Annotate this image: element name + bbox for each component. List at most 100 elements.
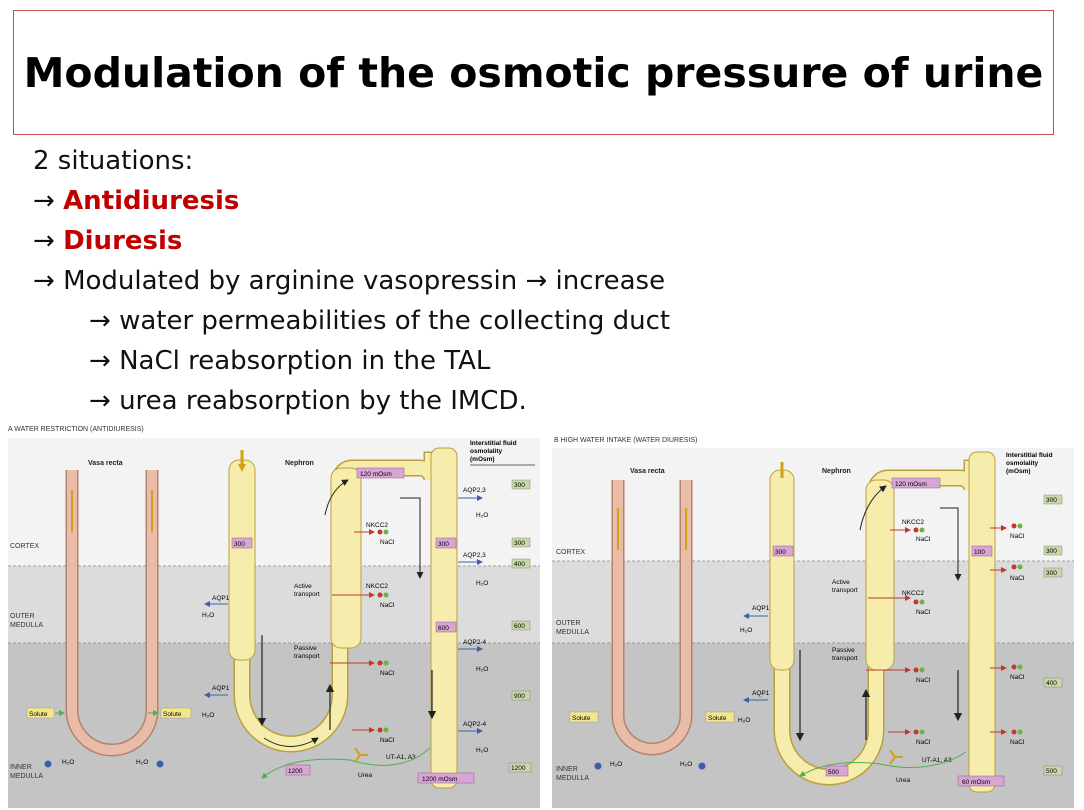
proximal-tubule (769, 469, 795, 671)
nephron-lumen (775, 461, 989, 790)
transporter-label: NKCC2 (366, 583, 388, 590)
transport-label: Passive (294, 645, 317, 652)
cl-ion-icon (383, 727, 389, 733)
h2o-label: H₂O (476, 747, 488, 754)
panel-a-label: A WATER RESTRICTION (ANTIDIURESIS) (8, 426, 144, 433)
panel-b-label: B HIGH WATER INTAKE (WATER DIURESIS) (554, 437, 697, 444)
outer-medulla-zone (8, 566, 540, 643)
transport-label: transport (832, 655, 858, 662)
outer-medulla-zone (552, 561, 1074, 643)
osm-value: 300 (514, 482, 525, 489)
osm-value: 300 (1046, 497, 1057, 504)
nacl-label: NaCl (916, 536, 931, 543)
aqp-label: AQP2-4 (463, 639, 487, 646)
bullet-diuresis: → Diuresis (33, 221, 670, 261)
transporter-label: NKCC2 (902, 519, 924, 526)
osm-box-value: 600 (438, 625, 449, 632)
water-molecule-icon (156, 760, 164, 768)
osm-value: 900 (514, 693, 525, 700)
h2o-label: H₂O (738, 717, 750, 724)
h2o-label: H₂O (740, 627, 752, 634)
na-ion-icon (913, 599, 919, 605)
subbullet-label: urea reabsorption by the IMCD. (119, 386, 527, 416)
tubule-top-value: 120 mOsm (360, 471, 392, 478)
transport-label: transport (294, 591, 320, 598)
zone-label: INNER (556, 766, 578, 773)
cl-ion-icon (383, 660, 389, 666)
zone-label: MEDULLA (10, 773, 43, 780)
urea-label: Urea (358, 772, 372, 779)
nacl-label: NaCl (916, 609, 931, 616)
nephron-label: Nephron (285, 460, 314, 467)
nacl-label: NaCl (1010, 674, 1025, 681)
h2o-label: H₂O (610, 761, 622, 768)
zone-label: CORTEX (556, 549, 585, 556)
solute-label: Solute (163, 711, 182, 718)
vasa-recta-lumen (67, 470, 157, 755)
cl-ion-icon (383, 529, 389, 535)
nacl-label: NaCl (1010, 739, 1025, 746)
subbullet-nacl: → NaCl reabsorption in the TAL (33, 341, 670, 381)
osm-box (772, 545, 794, 557)
vasa-recta-label: Vasa recta (88, 460, 123, 467)
transport-label: Active (832, 579, 850, 586)
zone-label: MEDULLA (556, 775, 589, 782)
osm-value: 400 (1046, 680, 1057, 687)
urea-label: Urea (896, 777, 910, 784)
zone-label: MEDULLA (556, 629, 589, 636)
osm-box-value: 100 (974, 549, 985, 556)
h2o-label: H₂O (62, 759, 74, 766)
osm-box (285, 764, 311, 776)
aqp-label: AQP2-4 (463, 721, 487, 728)
nacl-label: NaCl (380, 737, 395, 744)
osm-value: 400 (514, 561, 525, 568)
subbullet-label: water permeabilities of the collecting d… (119, 306, 671, 336)
na-ion-icon (377, 660, 383, 666)
osm-value: 1200 (511, 765, 526, 772)
na-ion-icon (913, 729, 919, 735)
osm-box-value: 300 (234, 541, 245, 548)
water-molecule-icon (594, 762, 602, 770)
aqp1-label: AQP1 (752, 690, 770, 697)
arrow-icon: → (33, 186, 55, 216)
h2o-label: H₂O (476, 580, 488, 587)
cl-ion-icon (919, 599, 925, 605)
nephron-lumen (235, 453, 455, 780)
bullet-label: Diuresis (63, 226, 183, 256)
osm-box-value: 300 (438, 541, 449, 548)
osm-title: Interstitial fluid (1006, 452, 1053, 459)
osm-box-value: 1200 (288, 768, 303, 775)
ut-label: UT-A1, A3 (922, 757, 952, 764)
nacl-label: NaCl (380, 670, 395, 677)
water-molecule-icon (44, 760, 52, 768)
osm-values: 300 300 400 600 900 1200 (508, 479, 532, 773)
arrow-icon: → (33, 266, 55, 296)
arrow-icon: → (33, 226, 55, 256)
osm-box-120 (356, 467, 405, 479)
osm-title: (mOsm) (1006, 468, 1031, 475)
aqp1-label: AQP1 (212, 685, 230, 692)
solute-label: Solute (572, 715, 591, 722)
osm-title: osmolality (1006, 460, 1039, 467)
osm-title: Interstitial fluid (470, 440, 517, 447)
osm-box-120 (891, 477, 941, 489)
bullet-antidiuresis: → Antidiuresis (33, 181, 670, 221)
urea-transporter-icon (354, 747, 368, 763)
cl-ion-icon (383, 592, 389, 598)
subbullet-water: → water permeabilities of the collecting… (33, 301, 670, 341)
proximal-tubule (228, 459, 256, 661)
zone-label: MEDULLA (10, 622, 43, 629)
osm-box-value: 300 (775, 549, 786, 556)
vasa-recta-label: Vasa recta (630, 468, 665, 475)
na-ion-icon (377, 529, 383, 535)
arrow-icon: → (89, 386, 111, 416)
h2o-label: H₂O (202, 712, 214, 719)
cortex-zone (8, 438, 540, 566)
intro-line: 2 situations: (33, 146, 194, 176)
osm-box-final (417, 772, 475, 784)
na-ion-icon (913, 527, 919, 533)
h2o-label: H₂O (476, 666, 488, 673)
osm-values: 300 300 300 400 500 (1043, 494, 1063, 776)
aqp1-label: AQP1 (212, 595, 230, 602)
transporter-label: NKCC2 (366, 522, 388, 529)
